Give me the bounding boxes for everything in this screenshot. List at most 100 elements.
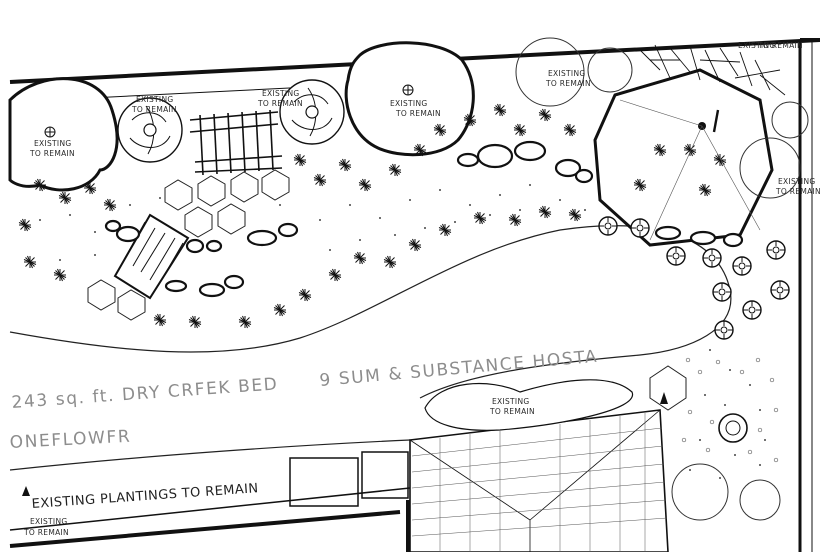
flower-icon xyxy=(732,256,752,276)
starburst-icon xyxy=(53,268,67,282)
starburst-icon xyxy=(433,123,447,137)
starburst-icon xyxy=(463,113,477,127)
flower-icon xyxy=(630,218,650,238)
starburst-icon xyxy=(538,108,552,122)
existing-label-2a: EXISTING xyxy=(390,99,427,108)
rock-icon xyxy=(574,168,594,184)
birdbath xyxy=(718,413,748,443)
hexagon-icon xyxy=(117,289,146,321)
hexagon-icon xyxy=(87,279,116,311)
rock-icon xyxy=(689,230,717,246)
existing-label-4a: EXISTING xyxy=(136,95,173,104)
existing-label-1b: TO REMAIN xyxy=(29,149,75,158)
flower-icon xyxy=(766,240,786,260)
flower-icon xyxy=(702,248,722,268)
starburst-icon xyxy=(473,211,487,225)
starburst-icon xyxy=(313,173,327,187)
starburst-icon xyxy=(298,288,312,302)
hexagon-icon xyxy=(261,169,290,201)
arrow-icon xyxy=(22,486,30,496)
starburst-icon xyxy=(508,213,522,227)
rock-icon xyxy=(476,143,514,169)
existing-label-3a: EXISTING xyxy=(262,89,299,98)
rock-icon xyxy=(554,158,582,178)
existing-label-1a: EXISTING xyxy=(34,139,71,148)
starburst-icon xyxy=(568,208,582,222)
tree-canopy-center xyxy=(344,41,475,157)
existing-label-5b: TO REMAIN xyxy=(545,79,591,88)
coneflower-label: ONEFLOWFR xyxy=(9,427,132,453)
dry-creek-bed-label: 243 sq. ft. DRY CRFEK BED xyxy=(11,374,279,413)
starburst-icon xyxy=(273,303,287,317)
patio-steps xyxy=(289,451,409,507)
existing-label-7a: EXISTING xyxy=(778,177,815,186)
conifer-cluster xyxy=(639,44,786,96)
rock-icon xyxy=(223,274,245,290)
hexagon-icon xyxy=(649,365,687,411)
starburst-icon xyxy=(23,255,37,269)
starburst-icon xyxy=(358,178,372,192)
starburst-icon xyxy=(58,191,72,205)
starburst-icon xyxy=(408,238,422,252)
starburst-icon xyxy=(493,103,507,117)
tree-canopy-left xyxy=(8,77,119,192)
creek-boulders xyxy=(104,140,744,298)
existing-tree-canopies xyxy=(8,41,774,247)
rock-icon xyxy=(722,232,744,248)
hexagon-icon xyxy=(230,171,259,203)
starburst-icon xyxy=(683,143,697,157)
existing-label-2b: TO REMAIN xyxy=(395,109,441,118)
starburst-icon xyxy=(83,181,97,195)
house-roof xyxy=(409,379,669,552)
rock-icon xyxy=(185,238,205,254)
circle-cross-icon xyxy=(402,84,414,96)
rock-icon xyxy=(456,152,480,168)
arrow-icon xyxy=(660,392,668,404)
existing-label-5a: EXISTING xyxy=(548,69,585,78)
hexagon-icon xyxy=(217,203,246,235)
existing-label-6b: TO REMAIN xyxy=(757,41,803,50)
hexagon-icon xyxy=(197,175,226,207)
starburst-icon xyxy=(338,158,352,172)
starburst-icon xyxy=(438,223,452,237)
starburst-icon xyxy=(238,315,252,329)
existing-label-9b: TO REMAIN xyxy=(23,528,69,537)
ornamental-trees xyxy=(117,79,345,163)
gravel-texture xyxy=(681,357,779,463)
rock-icon xyxy=(277,222,299,238)
existing-shrubs-outline xyxy=(515,37,809,521)
starburst-icon xyxy=(563,123,577,137)
existing-label-7b: TO REMAIN xyxy=(775,187,820,196)
rock-icon xyxy=(205,239,223,253)
existing-label-9a: EXISTING xyxy=(30,517,67,526)
starburst-icon xyxy=(413,143,427,157)
starburst-icon xyxy=(153,313,167,327)
existing-label-8a: EXISTING xyxy=(492,397,529,406)
starburst-icon xyxy=(713,153,727,167)
rock-icon xyxy=(164,279,188,293)
hexagon-icon xyxy=(184,206,213,238)
rock-icon xyxy=(246,229,278,247)
rock-icon xyxy=(104,219,122,233)
existing-label-4b: TO REMAIN xyxy=(131,105,177,114)
existing-label-3b: TO REMAIN xyxy=(257,99,303,108)
existing-label-8b: TO REMAIN xyxy=(489,407,535,416)
starburst-icon xyxy=(513,123,527,137)
tree-markers xyxy=(44,84,414,138)
starburst-icon xyxy=(293,153,307,167)
flower-icon xyxy=(770,280,790,300)
flower-icon xyxy=(742,300,762,320)
flower-icon xyxy=(598,216,618,236)
starburst-icon xyxy=(33,178,47,192)
tree-canopy-right xyxy=(593,68,774,247)
hexagon-icon xyxy=(164,179,193,211)
hex-pavers xyxy=(87,169,687,411)
flower-icon xyxy=(666,246,686,266)
flower-icon xyxy=(712,282,732,302)
rock-icon xyxy=(513,140,547,162)
pergola xyxy=(189,109,283,176)
plan-labels: EXISTING TO REMAIN EXISTING TO REMAIN EX… xyxy=(9,41,820,537)
starburst-icon xyxy=(188,315,202,329)
